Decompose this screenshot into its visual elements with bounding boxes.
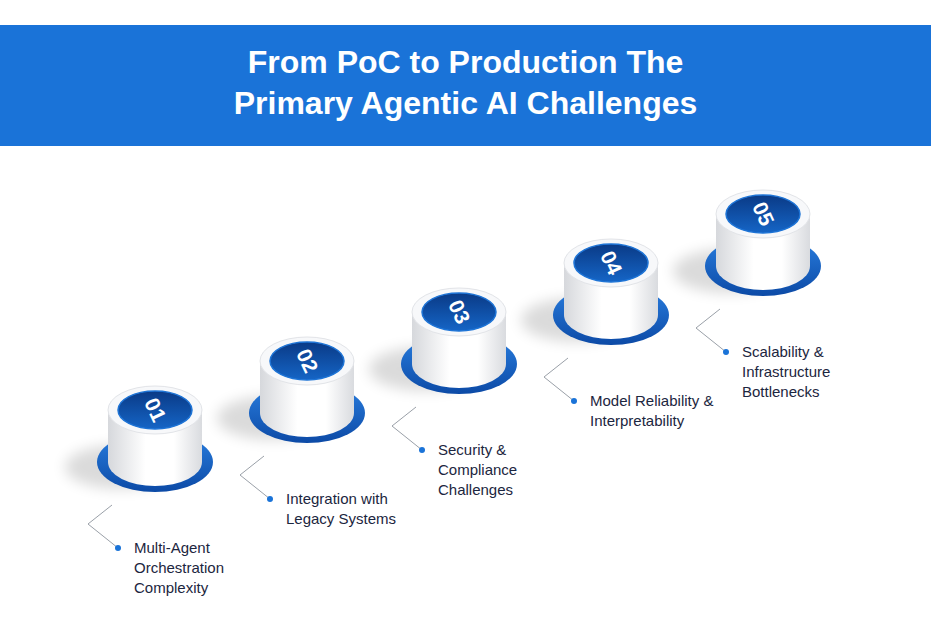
cylinder-shape [389,272,529,402]
step-cylinder: 02Integration with Legacy Systems [237,321,377,451]
step-cylinder: 03Security & Compliance Challenges [389,272,529,402]
step-caption: Model Reliability & Interpretability [590,391,714,431]
step-cylinder: 05Scalability & Infrastructure Bottlenec… [693,174,833,304]
cylinder-top [716,190,810,238]
cylinder-cap [726,195,800,233]
cylinder-top [412,288,506,336]
cylinder-cap [422,293,496,331]
cylinder-shape [693,174,833,304]
step-caption: Integration with Legacy Systems [286,489,418,529]
leader-line [392,407,422,450]
cylinder-shape [541,223,681,353]
step-cylinder: 04Model Reliability & Interpretability [541,223,681,353]
step-caption: Scalability & Infrastructure Bottlenecks [742,342,854,402]
cylinder-top [564,239,658,287]
step-caption: Multi-Agent Orchestration Complexity [134,538,250,598]
cylinder-top [260,337,354,385]
cylinder-shape [85,370,225,500]
leader-dot [723,349,729,355]
step-caption: Security & Compliance Challenges [438,440,554,500]
cylinder-cap [270,342,344,380]
cylinder-top [108,386,202,434]
step-cylinder: 01Multi-Agent Orchestration Complexity [85,370,225,500]
leader-lines [88,309,726,548]
leader-dot [571,398,577,404]
cylinder-shape [237,321,377,451]
leader-line [544,358,574,401]
leader-dot [115,545,121,551]
leader-line [696,309,726,352]
leader-dot [267,496,273,502]
leader-line [240,456,270,499]
leader-line [88,505,118,548]
leader-dot [419,447,425,453]
cylinder-cap [574,244,648,282]
cylinder-cap [118,391,192,429]
title: From PoC to Production The Primary Agent… [135,42,796,124]
